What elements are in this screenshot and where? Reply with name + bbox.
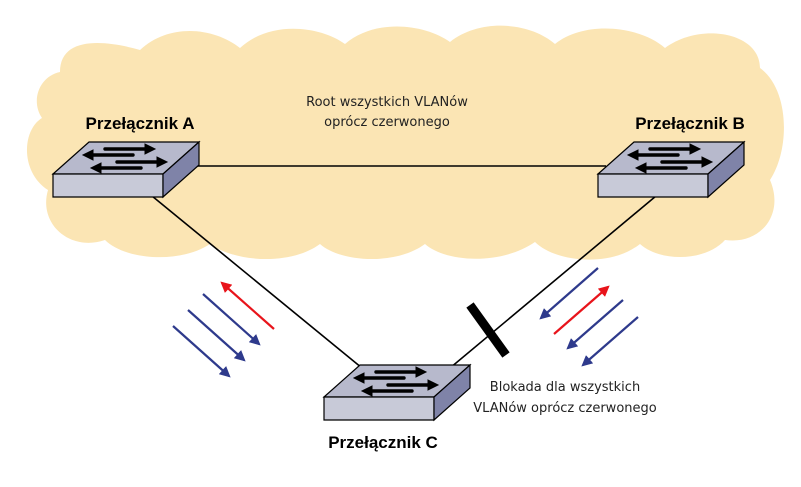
switch-a-label: Przełącznik A: [86, 114, 195, 133]
vlan-blue-arrow: [566, 299, 624, 350]
vlan-blue-arrow: [539, 267, 599, 320]
block-note-line1: Blokada dla wszystkich: [490, 380, 640, 395]
switch-b: [596, 140, 746, 199]
vlan-red-arrow: [220, 281, 275, 330]
link-b-c: [449, 195, 657, 369]
block-note-line2: VLANów oprócz czerwonego: [473, 401, 656, 416]
switch-a: [51, 140, 201, 199]
root-zone-cloud: [26, 25, 784, 260]
vlan-blue-arrow: [202, 293, 261, 346]
switch-icon: [322, 363, 472, 422]
switch-icon: [51, 140, 201, 199]
vlan-arrows-left: [172, 281, 275, 378]
vlan-blue-arrow: [187, 309, 246, 362]
vlan-blue-arrow: [172, 325, 231, 378]
root-note-line2: oprócz czerwonego: [324, 115, 450, 130]
switch-b-label: Przełącznik B: [635, 114, 745, 133]
blocked-port-marker: [466, 302, 510, 358]
vlan-arrows-right: [539, 267, 639, 367]
vlan-blue-arrow: [581, 316, 639, 367]
link-a-c: [151, 195, 363, 369]
switch-icon: [596, 140, 746, 199]
root-note-line1: Root wszystkich VLANów: [306, 95, 468, 110]
vlan-red-arrow: [553, 285, 610, 335]
switch-c-label: Przełącznik C: [328, 433, 438, 452]
switch-c: [322, 363, 472, 422]
